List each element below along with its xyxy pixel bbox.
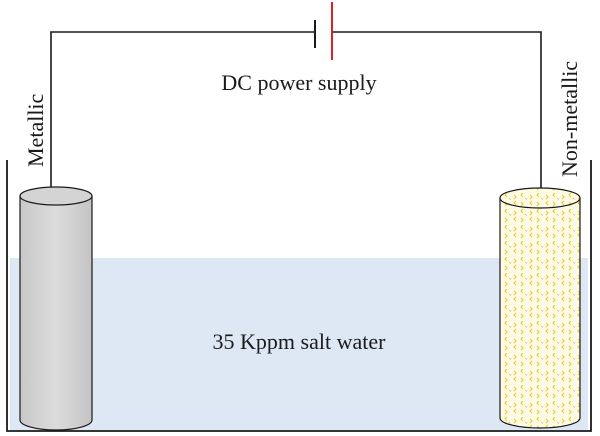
salt-water: [10, 258, 588, 430]
solution-label: 35 Kppm salt water: [213, 329, 387, 354]
right-wire: [332, 31, 542, 188]
left-wire: [50, 31, 315, 188]
power-supply-label: DC power supply: [221, 70, 376, 95]
nonmetallic-label: Non-metallic: [557, 61, 582, 177]
tank-outline: [6, 160, 592, 432]
metallic-electrode: [19, 186, 93, 431]
nonmetallic-electrode: [499, 187, 581, 429]
metallic-label: Metallic: [23, 93, 48, 167]
